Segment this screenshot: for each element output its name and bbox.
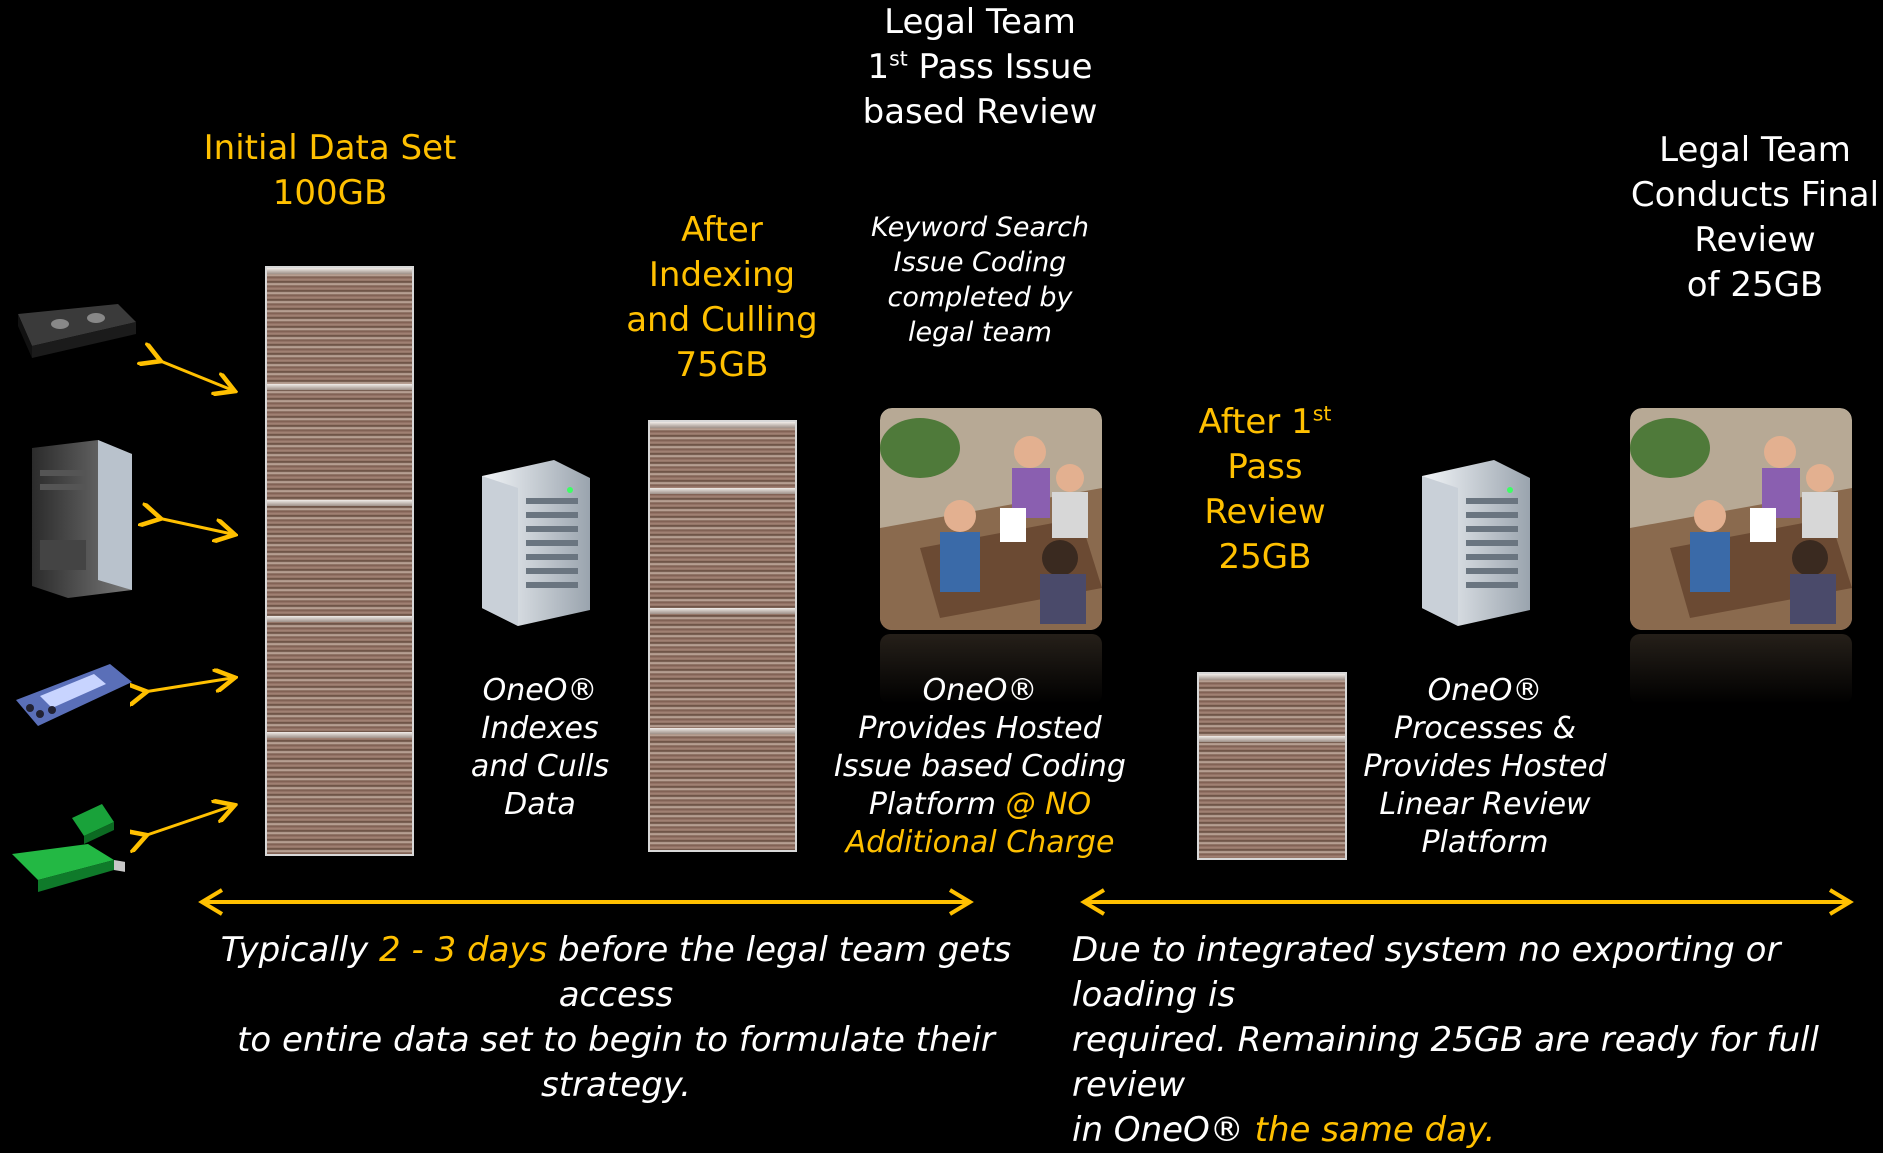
- processes-line1: OneO®: [1427, 673, 1543, 708]
- legal-team-line2-text: Pass Issue: [907, 47, 1093, 87]
- bottom-right-same-day: the same day.: [1254, 1110, 1496, 1150]
- after-pass-line2: Pass: [1227, 447, 1303, 487]
- hosted-line1: OneO®: [922, 673, 1038, 708]
- paper-stack-icon: [265, 266, 414, 856]
- legal-team-line2-sup: st: [889, 46, 908, 71]
- after-pass-size: 25GB: [1218, 537, 1312, 577]
- initial-data-size: 100GB: [272, 173, 388, 213]
- final-line4: of 25GB: [1686, 265, 1824, 305]
- bottom-caption-right: Due to integrated system no exporting or…: [1072, 928, 1882, 1153]
- meeting-photo-icon: [880, 408, 1102, 630]
- keyword-line3: completed by: [887, 282, 1073, 313]
- bottom-left-line2: to entire data set to begin to formulate…: [237, 1020, 995, 1105]
- final-line3: Review: [1694, 220, 1816, 260]
- hosted-line4-gold: @ NO: [1005, 787, 1092, 822]
- bottom-left-a: Typically: [220, 930, 380, 970]
- after-indexing-line3: and Culling: [626, 300, 818, 340]
- hosted-line4: Platform @ NO: [830, 786, 1130, 824]
- processes-line5: Platform: [1421, 825, 1549, 860]
- after-pass-line3: Review: [1204, 492, 1326, 532]
- bottom-right-line2: required. Remaining 25GB are ready for f…: [1072, 1020, 1819, 1105]
- after-indexing-size: 75GB: [675, 345, 769, 385]
- legal-team-line1: Legal Team: [884, 2, 1076, 42]
- keyword-line2: Issue Coding: [893, 247, 1067, 278]
- server-icon: [1422, 460, 1530, 626]
- processes-line3: Provides Hosted: [1363, 749, 1607, 784]
- desktop-tower-icon: [32, 440, 132, 598]
- after-first-pass-label: After 1st Pass Review 25GB: [1165, 400, 1365, 580]
- bottom-left-line1: Typically 2 - 3 days before the legal te…: [186, 928, 1046, 1018]
- bottom-caption-left: Typically 2 - 3 days before the legal te…: [186, 928, 1046, 1108]
- initial-data-title: Initial Data Set: [203, 128, 457, 168]
- legal-team-first-pass-label: Legal Team 1st Pass Issue based Review: [840, 0, 1120, 135]
- oneo-indexes-text: OneO® Indexes and Culls Data: [440, 672, 640, 824]
- meeting-photo-reflection: [1630, 634, 1852, 704]
- hosted-line3: Issue based Coding: [834, 749, 1126, 784]
- bottom-right-line1: Due to integrated system no exporting or…: [1072, 930, 1781, 1015]
- bottom-right-line3-a: in OneO®: [1072, 1110, 1255, 1150]
- after-indexing-line2: Indexing: [648, 255, 796, 295]
- timeline-arrow-right: [1080, 888, 1854, 916]
- initial-data-label: Initial Data Set 100GB: [190, 126, 470, 216]
- legal-team-line3: based Review: [862, 92, 1098, 132]
- device-arrows: [130, 340, 245, 860]
- indexes-line4: Data: [504, 787, 576, 822]
- bottom-left-c: before the legal team gets access: [547, 930, 1012, 1015]
- vhs-tape-icon: [18, 304, 136, 358]
- usb-drive-icon: [12, 804, 125, 892]
- server-icon: [482, 460, 590, 626]
- after-pass-line1: After 1st: [1165, 400, 1365, 445]
- after-indexing-line1: After: [681, 210, 763, 250]
- after-pass-line1-sup: st: [1312, 401, 1332, 426]
- final-review-label: Legal Team Conducts Final Review of 25GB: [1610, 128, 1883, 308]
- hosted-line2: Provides Hosted: [858, 711, 1102, 746]
- oneo-hosted-coding-text: OneO® Provides Hosted Issue based Coding…: [830, 672, 1130, 862]
- keyword-line1: Keyword Search: [870, 212, 1090, 243]
- processes-line4: Linear Review: [1379, 787, 1591, 822]
- final-line2: Conducts Final: [1630, 175, 1880, 215]
- oneo-processes-text: OneO® Processes & Provides Hosted Linear…: [1355, 672, 1615, 862]
- legal-team-line2-num: 1: [867, 47, 890, 87]
- paper-stack-icon: [648, 420, 797, 852]
- legal-team-line2: 1st Pass Issue: [840, 45, 1120, 90]
- after-indexing-label: After Indexing and Culling 75GB: [612, 208, 832, 388]
- bottom-left-days: 2 - 3 days: [379, 930, 548, 970]
- keyword-search-note: Keyword Search Issue Coding completed by…: [840, 210, 1120, 350]
- indexes-line2: Indexes: [481, 711, 599, 746]
- keyword-line4: legal team: [908, 317, 1052, 348]
- paper-stack-icon: [1197, 672, 1347, 860]
- processes-line2: Processes &: [1393, 711, 1576, 746]
- indexes-line1: OneO®: [482, 673, 598, 708]
- meeting-photo-icon: [1630, 408, 1852, 630]
- indexes-line3: and Culls: [470, 749, 610, 784]
- timeline-arrow-left: [198, 888, 974, 916]
- meeting-photo-reflection: [880, 634, 1102, 704]
- final-line1: Legal Team: [1659, 130, 1851, 170]
- bottom-right-line3: in OneO® the same day.: [1072, 1108, 1882, 1153]
- hosted-line4-white: Platform: [868, 787, 1006, 822]
- hosted-line5: Additional Charge: [845, 825, 1115, 860]
- mobile-phone-icon: [16, 664, 132, 726]
- after-pass-line1-text: After 1: [1198, 402, 1313, 442]
